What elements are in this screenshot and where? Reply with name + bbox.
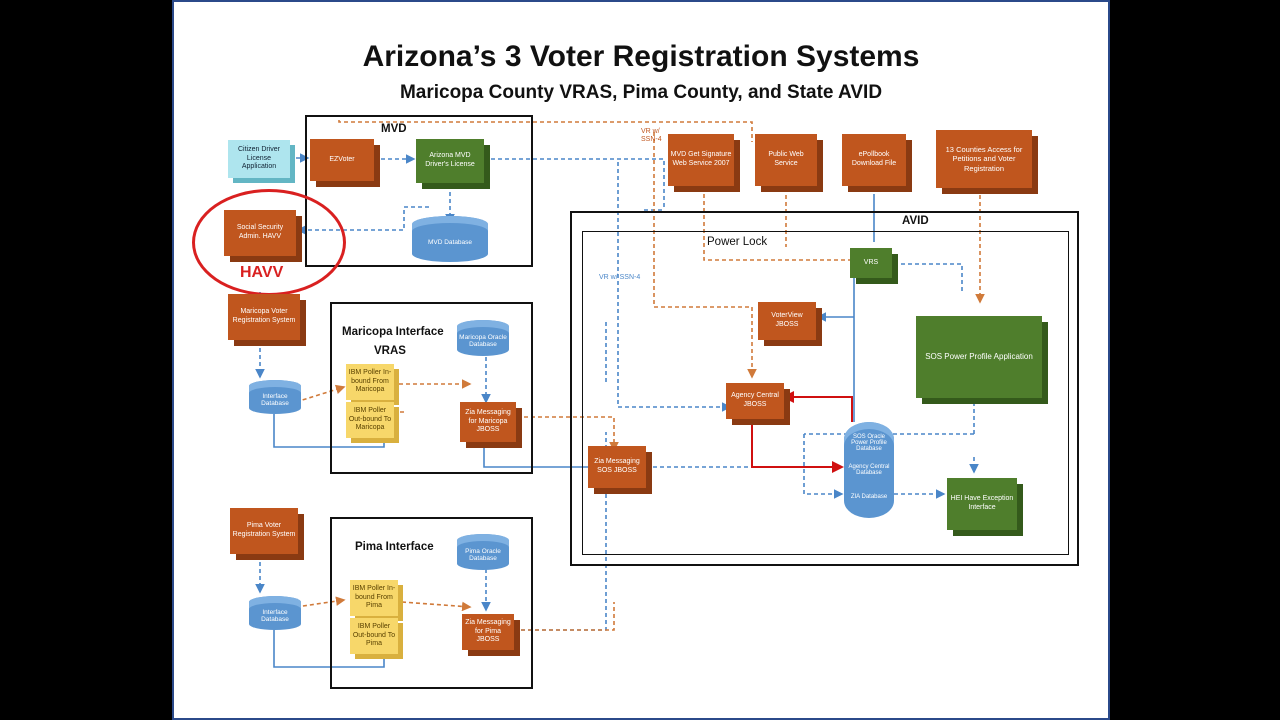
voterview-node: VoterView JBOSS (758, 302, 816, 340)
pima-voter-registration-system: Pima Voter Registration System (230, 508, 298, 554)
sos-oracle-power-profile-db: SOS Oracle Power Profile Database (851, 434, 887, 452)
sos-power-profile-application: SOS Power Profile Application (916, 316, 1042, 398)
ibm-poller-outbound-pima: IBM Poller Out-bound To Pima (350, 618, 398, 654)
zia-db: ZIA Database (850, 494, 888, 500)
public-web-service: Public Web Service (755, 134, 817, 186)
zia-messaging-maricopa: Zia Messaging for Maricopa JBOSS (460, 402, 516, 442)
counties-access-node: 13 Counties Access for Petitions and Vot… (936, 130, 1032, 188)
havv-highlight-label: HAVV (240, 264, 284, 281)
pima-oracle-database: Pima Oracle Database (457, 534, 509, 570)
agency-central-node: Agency Central JBOSS (726, 383, 784, 419)
ibm-poller-outbound-maricopa: IBM Poller Out-bound To Maricopa (346, 402, 394, 438)
maricopa-interface-frame (330, 302, 533, 474)
mvd-frame (305, 115, 533, 267)
mvd-database: MVD Database (412, 216, 488, 262)
mvd-frame-label: MVD (381, 123, 407, 135)
page-subtitle: Maricopa County VRAS, Pima County, and S… (399, 82, 883, 103)
pima-interface-label: Pima Interface (355, 541, 434, 553)
maricopa-interface-database: Interface Database (249, 380, 301, 414)
arizona-mvd-node: Arizona MVD Driver's License (416, 139, 484, 183)
avid-frame (570, 211, 1079, 566)
edge-label-vr-ssn-side: VR w/ SSN-4 (599, 274, 641, 281)
ibm-poller-inbound-pima: IBM Poller In-bound From Pima (350, 580, 398, 616)
ibm-poller-inbound-maricopa: IBM Poller In-bound From Maricopa (346, 364, 394, 400)
ezvoter-node: EZVoter (310, 139, 374, 181)
zia-messaging-sos: Zia Messaging SOS JBOSS (588, 446, 646, 488)
page-title: Arizona’s 3 Voter Registration Systems (362, 40, 920, 73)
vras-label: VRAS (374, 345, 406, 357)
mvd-signature-web-service: MVD Get Signature Web Service 2007 (668, 134, 734, 186)
maricopa-interface-label: Maricopa Interface (342, 326, 444, 338)
power-lock-frame-label: Power Lock (707, 236, 768, 248)
hei-exception-interface: HEI Have Exception Interface (947, 478, 1017, 530)
diagram-slide: Arizona’s 3 Voter Registration Systems M… (172, 0, 1110, 720)
zia-messaging-pima: Zia Messaging for Pima JBOSS (462, 614, 514, 650)
edge-label-vr-ssn-top: VR w/ SSN-4 (641, 128, 662, 144)
citizen-driver-license-application: Citizen Driver License Application (228, 140, 290, 178)
agency-central-db: Agency Central Database (848, 464, 890, 476)
epollbook-download-file: ePollbook Download File (842, 134, 906, 186)
maricopa-oracle-database: Maricopa Oracle Database (457, 320, 509, 356)
vrs-node: VRS (850, 248, 892, 278)
avid-frame-label: AVID (902, 215, 929, 227)
pima-interface-database: Interface Database (249, 596, 301, 630)
power-lock-frame (582, 231, 1069, 555)
pima-interface-frame (330, 517, 533, 689)
sos-oracle-stack: SOS Oracle Power Profile Database Agency… (844, 422, 894, 518)
maricopa-voter-registration-system: Maricopa Voter Registration System (228, 294, 300, 340)
